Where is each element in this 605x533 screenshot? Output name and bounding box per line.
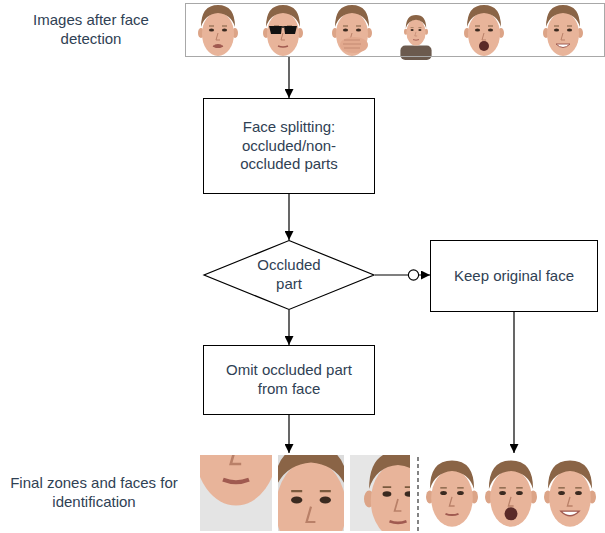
node-label: Omit occluded part from face — [212, 361, 366, 399]
process-box: Face splitting: occluded/non-occluded pa… — [203, 98, 375, 194]
process-box: Omit occluded part from face — [203, 345, 375, 415]
decision-diamond: Occluded part — [203, 240, 375, 310]
heading-holder: Images after face detection — [26, 4, 156, 56]
detected-faces — [198, 5, 583, 60]
heading-holder: Final zones and faces for identification — [8, 453, 180, 533]
strip-heading: Images after face detection — [26, 11, 156, 49]
flow-arrow — [513, 312, 514, 453]
strip-heading: Final zones and faces for identification — [8, 474, 180, 512]
flow-arrow — [288, 415, 289, 453]
image-strip: Images after face detection — [185, 3, 605, 57]
divider-line — [417, 457, 418, 531]
flow-arrow — [288, 57, 289, 98]
node-label: Keep original face — [454, 267, 574, 286]
node-label: Face splitting: occluded/non-occluded pa… — [212, 118, 366, 174]
process-box: Keep original face — [430, 240, 598, 312]
image-strip: Final zones and faces for identification — [198, 453, 605, 533]
flow-arrow — [288, 310, 289, 345]
flow-arrow — [375, 274, 430, 275]
node-label: Occluded part — [247, 256, 331, 294]
flow-arrow — [288, 194, 289, 240]
